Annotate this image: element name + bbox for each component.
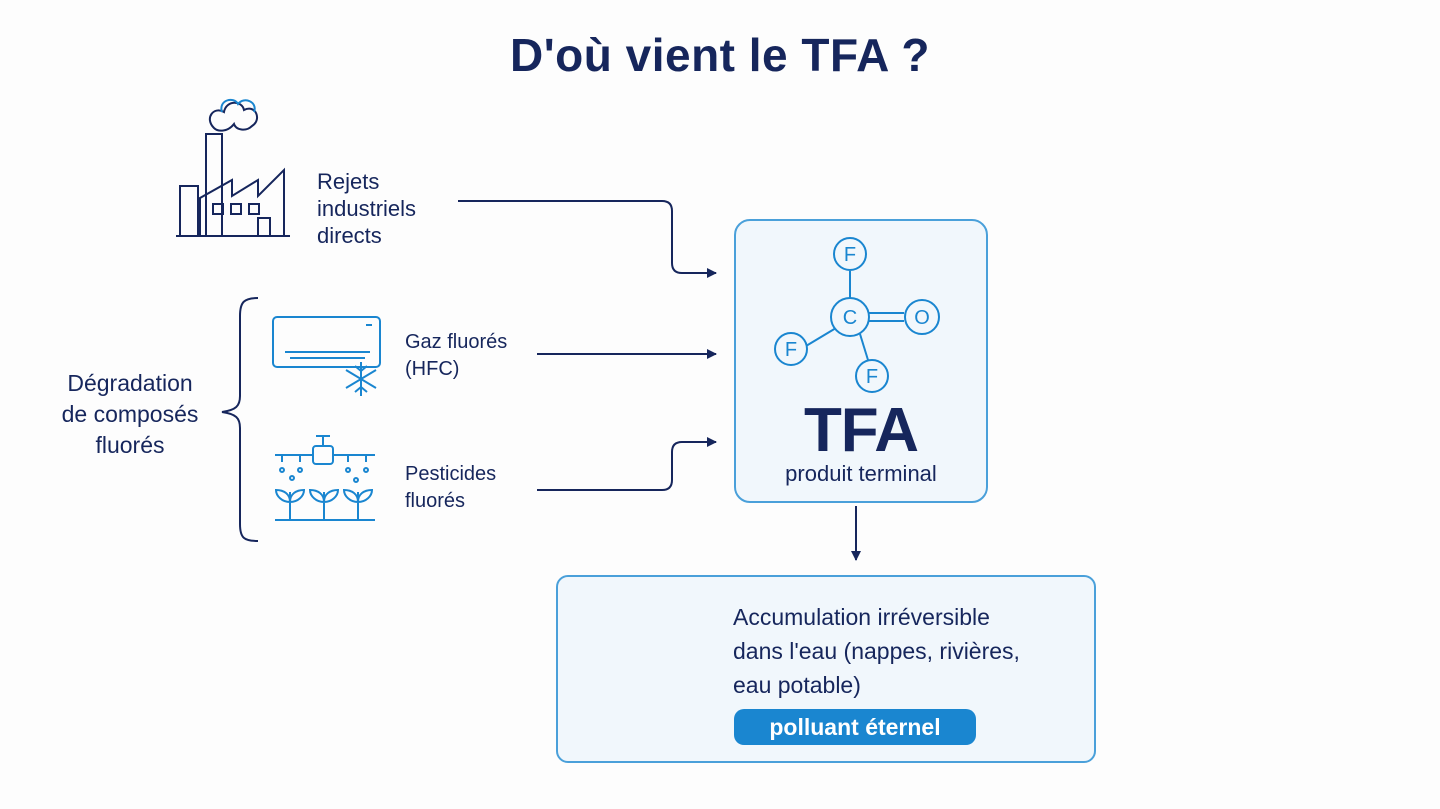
atom-label-f-left: F — [785, 339, 797, 361]
arrow-industrial — [458, 200, 717, 278]
tfa-name: TFA — [803, 396, 919, 465]
arrow-pesticides — [537, 437, 717, 491]
crop-sprayer-icon — [274, 435, 375, 521]
page-title: D'où vient le TFA ? — [510, 29, 930, 81]
atom-f-right — [855, 359, 889, 393]
label-hfc: Gaz fluorés (HFC) — [405, 331, 508, 380]
factory-icon — [176, 101, 290, 237]
bond-c-f-right — [859, 333, 869, 361]
label-industrial: Rejets industriels directs — [317, 169, 417, 248]
atom-f-top — [833, 237, 867, 271]
group-bracket — [221, 297, 259, 542]
atom-label-c: C — [843, 307, 857, 329]
label-pesticides: Pesticides fluorés — [405, 463, 497, 512]
atom-label-o: O — [914, 307, 930, 329]
eternal-pollutant-badge: polluant éternel — [734, 709, 976, 745]
bond-c-f-left — [805, 327, 837, 347]
atom-o — [904, 299, 940, 335]
snowflake-icon — [345, 362, 377, 396]
atom-c — [830, 297, 870, 337]
water-description: Accumulation irréversible dans l'eau (na… — [733, 604, 1020, 698]
atom-label-f-top: F — [844, 244, 856, 266]
factory-smoke-cloud — [220, 98, 256, 113]
air-conditioner-icon — [272, 316, 381, 368]
atom-label-f-right: F — [866, 366, 878, 388]
group-label-degradation: Dégradation de composés fluorés — [61, 370, 199, 458]
atom-f-left — [774, 332, 808, 366]
tfa-subtitle: produit terminal — [785, 461, 937, 486]
